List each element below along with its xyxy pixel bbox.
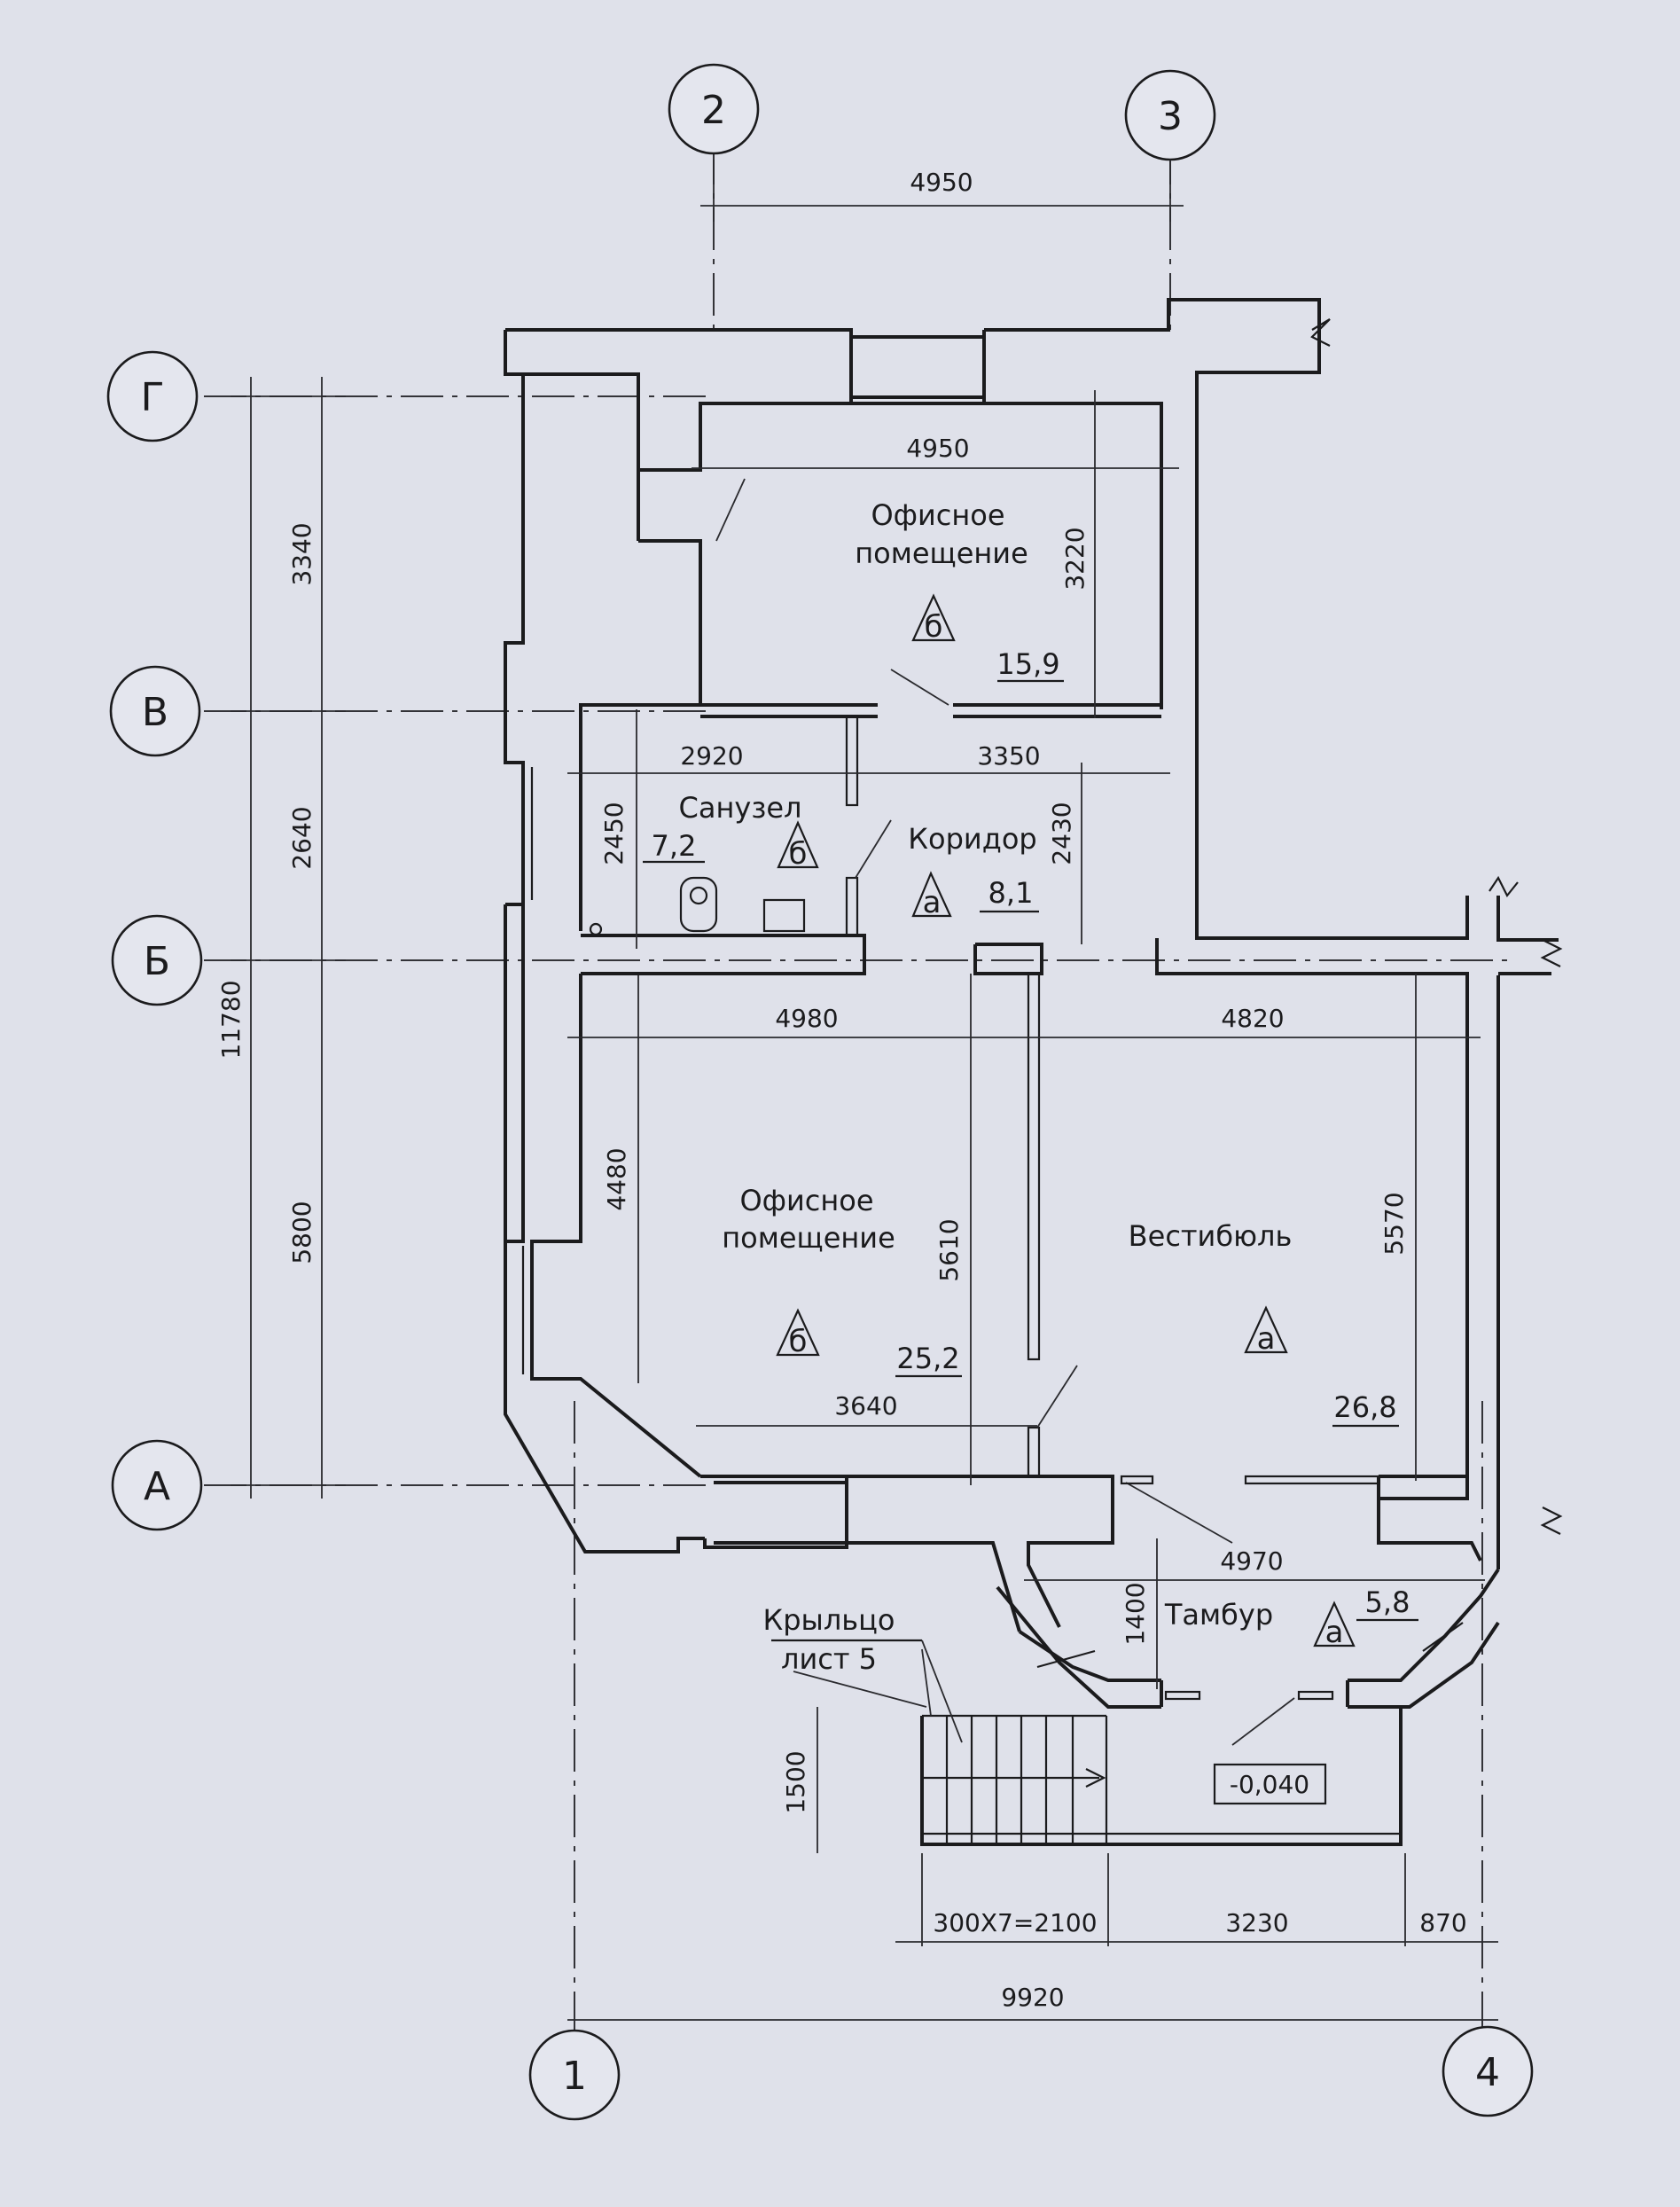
svg-text:А: А: [144, 1464, 170, 1509]
axis-bubble-g: Г: [106, 350, 199, 442]
svg-text:Санузел: Санузел: [679, 791, 802, 825]
walls: [504, 298, 1563, 1709]
dim-tambur-height: 1400: [1121, 1582, 1150, 1645]
svg-text:4: 4: [1475, 2050, 1500, 2095]
svg-text:помещение: помещение: [855, 536, 1028, 570]
svg-text:б: б: [789, 836, 808, 872]
axis-bubble-3: 3: [1124, 69, 1216, 161]
level-mark: -0,040: [1213, 1763, 1327, 1805]
room-tambur: Тамбур а 5,8: [1164, 1585, 1418, 1650]
svg-text:1: 1: [562, 2054, 587, 2099]
svg-text:Офисное: Офисное: [871, 498, 1004, 532]
dim-left-2640: 2640: [287, 806, 316, 869]
dim-office-bottom-low: 3640: [834, 1391, 897, 1420]
doors: [715, 478, 1380, 1746]
svg-text:7,2: 7,2: [652, 829, 697, 863]
svg-text:Тамбур: Тамбур: [1164, 1598, 1273, 1632]
dim-office-top-width: 4950: [906, 434, 969, 463]
dim-left-total: 11780: [216, 980, 246, 1059]
svg-text:Крыльцо: Крыльцо: [763, 1603, 895, 1637]
room-wc: Санузел б 7,2: [643, 791, 819, 872]
dim-office-top-height: 3220: [1060, 527, 1090, 590]
svg-text:б: б: [789, 1324, 808, 1359]
dim-office-bottom-height-2: 5610: [934, 1218, 964, 1281]
svg-text:а: а: [1325, 1615, 1344, 1650]
svg-text:а: а: [1257, 1321, 1276, 1357]
svg-text:Вестибюль: Вестибюль: [1129, 1219, 1293, 1253]
svg-text:-0,040: -0,040: [1230, 1770, 1309, 1799]
axis-bubble-v: В: [109, 665, 201, 757]
dim-left-3340: 3340: [287, 522, 316, 585]
svg-text:лист 5: лист 5: [781, 1642, 877, 1676]
dim-office-bottom-height-1: 4480: [602, 1147, 631, 1210]
dim-vestibule-width: 4820: [1221, 1004, 1284, 1033]
room-corridor: Коридор а 8,1: [908, 822, 1039, 920]
dim-porch-middle: 3230: [1225, 1908, 1288, 1937]
dim-wc-height: 2450: [599, 802, 629, 865]
svg-text:Коридор: Коридор: [908, 822, 1036, 856]
dim-left-5800: 5800: [287, 1201, 316, 1264]
room-office-bottom: Офисное помещение б 25,2: [722, 1184, 962, 1378]
svg-text:помещение: помещение: [722, 1221, 895, 1255]
dim-office-bottom-width: 4980: [775, 1004, 838, 1033]
svg-text:25,2: 25,2: [896, 1342, 959, 1375]
sanitary-fixtures: [589, 876, 806, 936]
svg-text:5,8: 5,8: [1365, 1585, 1410, 1619]
dim-porch-right: 870: [1419, 1908, 1466, 1937]
svg-text:а: а: [923, 885, 942, 920]
windows: [521, 767, 1464, 1669]
svg-text:26,8: 26,8: [1333, 1390, 1396, 1424]
svg-text:3: 3: [1158, 94, 1183, 139]
svg-text:Офисное: Офисное: [739, 1184, 873, 1217]
axis-lines: [204, 142, 1507, 2031]
dim-total-width: 9920: [1001, 1983, 1064, 2012]
dim-steps: 300X7=2100: [933, 1908, 1097, 1937]
dim-vestibule-height: 5570: [1379, 1192, 1409, 1255]
svg-text:2: 2: [701, 88, 726, 133]
dimension-lines: [231, 160, 1498, 2021]
room-office-top: Офисное помещение б 15,9: [855, 498, 1064, 683]
dim-corridor-width: 3350: [977, 741, 1040, 771]
axis-bubble-4: 4: [1442, 2025, 1534, 2117]
dim-wc-width: 2920: [680, 741, 743, 771]
axis-bubble-b: Б: [111, 914, 203, 1006]
svg-text:Б: Б: [144, 939, 170, 984]
dim-top-span: 4950: [910, 168, 973, 197]
axis-bubble-1: 1: [528, 2029, 621, 2121]
svg-text:8,1: 8,1: [988, 876, 1034, 910]
svg-text:б: б: [925, 609, 943, 645]
svg-text:В: В: [142, 690, 168, 735]
porch-label: Крыльцо лист 5: [763, 1603, 963, 1743]
room-vestibule: Вестибюль а 26,8: [1129, 1219, 1399, 1428]
svg-text:15,9: 15,9: [996, 647, 1059, 681]
svg-text:Г: Г: [141, 375, 165, 420]
dim-porch-height: 1500: [781, 1750, 810, 1813]
axis-bubble-2: 2: [668, 63, 760, 155]
axis-bubble-a: А: [111, 1439, 203, 1531]
dim-corridor-height: 2430: [1047, 802, 1076, 865]
porch: [920, 1707, 1403, 1846]
dim-tambur-width: 4970: [1220, 1546, 1283, 1576]
